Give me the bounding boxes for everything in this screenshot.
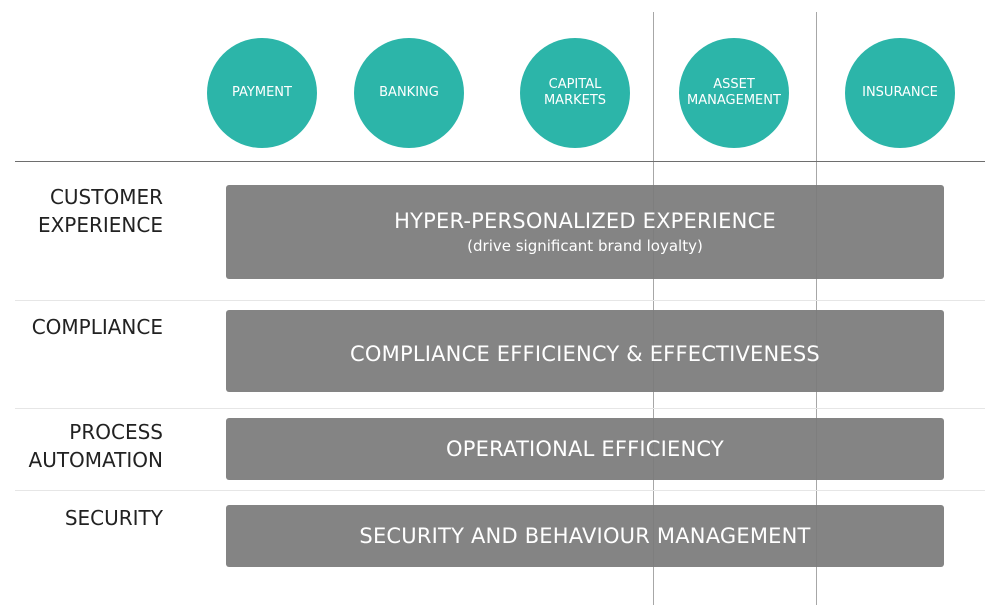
bar-compliance-efficiency: COMPLIANCE EFFICIENCY & EFFECTIVENESS bbox=[226, 310, 944, 392]
guide-line-asset-right bbox=[816, 12, 817, 605]
header-divider bbox=[15, 161, 985, 162]
segment-circle-capital-markets: CAPITAL MARKETS bbox=[520, 38, 630, 148]
bar-hyper-personalized-experience: HYPER-PERSONALIZED EXPERIENCE (drive sig… bbox=[226, 185, 944, 279]
bar-title: COMPLIANCE EFFICIENCY & EFFECTIVENESS bbox=[350, 342, 820, 366]
bar-title: OPERATIONAL EFFICIENCY bbox=[446, 437, 724, 461]
segment-circle-insurance: INSURANCE bbox=[845, 38, 955, 148]
segment-circle-banking: BANKING bbox=[354, 38, 464, 148]
bar-title: HYPER-PERSONALIZED EXPERIENCE bbox=[394, 209, 776, 233]
row-separator bbox=[15, 408, 985, 409]
row-label-customer-experience: CUSTOMER EXPERIENCE bbox=[37, 185, 163, 237]
bar-subtitle: (drive significant brand loyalty) bbox=[467, 237, 703, 255]
bar-operational-efficiency: OPERATIONAL EFFICIENCY bbox=[226, 418, 944, 480]
row-label-compliance: COMPLIANCE bbox=[31, 315, 163, 339]
row-separator bbox=[15, 490, 985, 491]
row-separator bbox=[15, 300, 985, 301]
row-label-security: SECURITY bbox=[64, 506, 163, 530]
segment-circle-asset-management: ASSET MANAGEMENT bbox=[679, 38, 789, 148]
guide-line-asset-left bbox=[653, 12, 654, 605]
row-label-process-automation: PROCESS AUTOMATION bbox=[28, 420, 163, 472]
bar-title: SECURITY AND BEHAVIOUR MANAGEMENT bbox=[359, 524, 811, 548]
bar-security-behaviour-management: SECURITY AND BEHAVIOUR MANAGEMENT bbox=[226, 505, 944, 567]
segment-circle-payment: PAYMENT bbox=[207, 38, 317, 148]
